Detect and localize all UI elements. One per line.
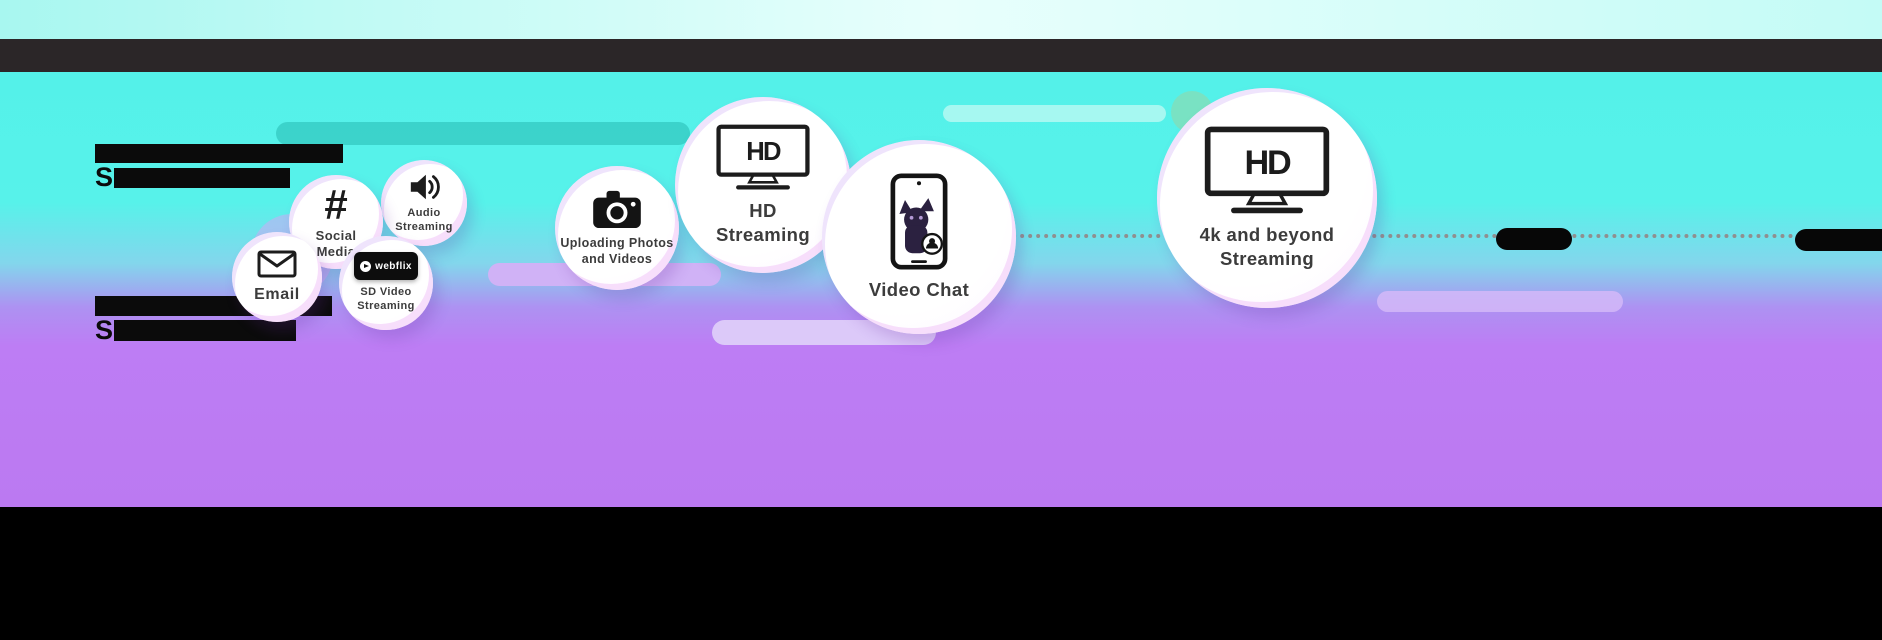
hd-tv-icon: HD <box>716 124 810 190</box>
bubble-video-chat: Video Chat <box>822 140 1016 334</box>
email-label: Email <box>254 285 300 303</box>
hd-logo-text: HD <box>746 138 781 166</box>
speaker-icon <box>410 175 440 200</box>
bottom-black-bar <box>0 507 1882 640</box>
heading-visible-letter: S <box>95 162 114 192</box>
redacted-heading-upper: S <box>95 144 343 192</box>
decorative-pill-cyan <box>943 105 1166 122</box>
webflix-logo: webflix <box>354 252 418 281</box>
bubble-4k-streaming: HD 4k and beyond Streaming <box>1157 88 1377 308</box>
hd-logo-text: HD <box>1245 144 1291 182</box>
uhd-tv-icon: HD <box>1204 126 1330 214</box>
bubble-uploading-photos-videos: Uploading Photos and Videos <box>555 166 679 290</box>
webflix-logo-text: webflix <box>375 260 412 272</box>
uhd-streaming-label: 4k and beyond Streaming <box>1199 224 1335 269</box>
redacted-label-pill <box>1795 229 1882 251</box>
social-media-label: Social Media <box>315 227 357 259</box>
camera-icon <box>593 190 641 228</box>
smartphone-video-chat-icon <box>890 173 948 270</box>
hd-streaming-label: HD Streaming <box>715 200 811 245</box>
redacted-label-pill <box>1496 228 1572 250</box>
envelope-icon <box>257 250 297 277</box>
decorative-pill-teal <box>276 122 690 145</box>
top-dark-bar <box>0 39 1882 72</box>
play-icon <box>360 260 372 272</box>
heading-visible-letter: S <box>95 315 114 345</box>
bubble-email: Email <box>232 232 322 322</box>
redacted-text-bar <box>114 320 297 341</box>
decorative-pill-lavender-3 <box>1377 291 1623 312</box>
sd-video-streaming-label: SD Video Streaming <box>357 286 415 312</box>
bubble-sd-video-streaming: webflix SD Video Streaming <box>339 236 433 330</box>
bubble-hd-streaming: HD HD Streaming <box>675 97 851 273</box>
video-chat-label: Video Chat <box>868 278 970 300</box>
redacted-text-bar <box>114 167 291 188</box>
top-light-strip <box>0 0 1882 39</box>
hashtag-icon: # <box>324 180 348 228</box>
bubble-audio-streaming: Audio Streaming <box>381 160 467 246</box>
audio-streaming-label: Audio Streaming <box>395 207 453 233</box>
redacted-text-bar <box>95 144 343 163</box>
uploading-label: Uploading Photos and Videos <box>560 235 674 266</box>
